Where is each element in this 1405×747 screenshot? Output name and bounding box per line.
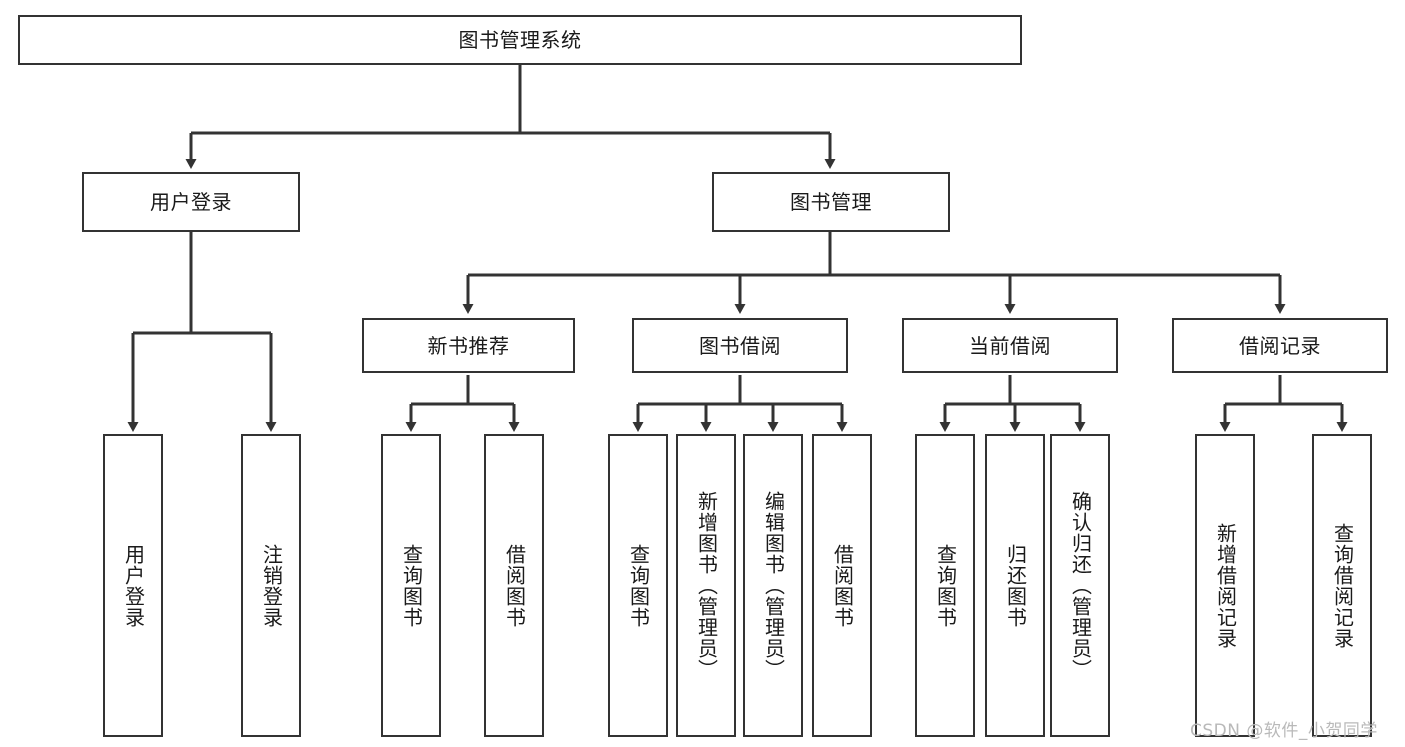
leaf-query-borrow-record[interactable]: 查询借阅记录 <box>1312 434 1372 737</box>
node-book-management[interactable]: 图书管理 <box>712 172 950 232</box>
node-label: 查询图书 <box>626 543 651 628</box>
leaf-query-book-recommend[interactable]: 查询图书 <box>381 434 441 737</box>
leaf-add-borrow-record[interactable]: 新增借阅记录 <box>1195 434 1255 737</box>
node-label: 注销登录 <box>259 543 284 628</box>
node-label: 图书管理系统 <box>458 28 582 52</box>
leaf-edit-book-admin[interactable]: 编辑图书（管理员） <box>743 434 803 737</box>
node-label: 确认归还（管理员） <box>1068 491 1093 680</box>
leaf-return-book[interactable]: 归还图书 <box>985 434 1045 737</box>
node-label: 图书借阅 <box>699 333 781 358</box>
node-label: 图书管理 <box>790 190 872 214</box>
node-borrow-record[interactable]: 借阅记录 <box>1172 318 1388 373</box>
node-label: 借阅图书 <box>502 543 527 628</box>
node-current-borrow[interactable]: 当前借阅 <box>902 318 1118 373</box>
node-label: 用户登录 <box>121 543 146 628</box>
leaf-confirm-return-admin[interactable]: 确认归还（管理员） <box>1050 434 1110 737</box>
node-label: 当前借阅 <box>969 333 1051 358</box>
node-label: 借阅图书 <box>830 543 855 628</box>
node-user-login[interactable]: 用户登录 <box>82 172 300 232</box>
node-label: 新书推荐 <box>427 333 510 358</box>
leaf-add-book-admin[interactable]: 新增图书（管理员） <box>676 434 736 737</box>
leaf-user-logout[interactable]: 注销登录 <box>241 434 301 737</box>
node-label: 新增借阅记录 <box>1213 522 1238 649</box>
leaf-borrow-book-recommend[interactable]: 借阅图书 <box>484 434 544 737</box>
node-book-borrow[interactable]: 图书借阅 <box>632 318 848 373</box>
node-label: 归还图书 <box>1003 543 1028 628</box>
node-label: 借阅记录 <box>1239 333 1321 358</box>
node-label: 查询借阅记录 <box>1330 522 1355 649</box>
leaf-query-book-borrow[interactable]: 查询图书 <box>608 434 668 737</box>
node-root-book-management-system[interactable]: 图书管理系统 <box>18 15 1022 65</box>
leaf-user-login[interactable]: 用户登录 <box>103 434 163 737</box>
node-label: 用户登录 <box>150 190 232 214</box>
csdn-watermark: CSDN @软件_小贺同学 <box>1190 721 1378 741</box>
node-label: 查询图书 <box>933 543 958 628</box>
node-new-book-recommend[interactable]: 新书推荐 <box>362 318 575 373</box>
leaf-borrow-book[interactable]: 借阅图书 <box>812 434 872 737</box>
node-label: 新增图书（管理员） <box>694 491 719 680</box>
leaf-query-book-current[interactable]: 查询图书 <box>915 434 975 737</box>
node-label: 编辑图书（管理员） <box>761 491 786 680</box>
node-label: 查询图书 <box>399 543 424 628</box>
